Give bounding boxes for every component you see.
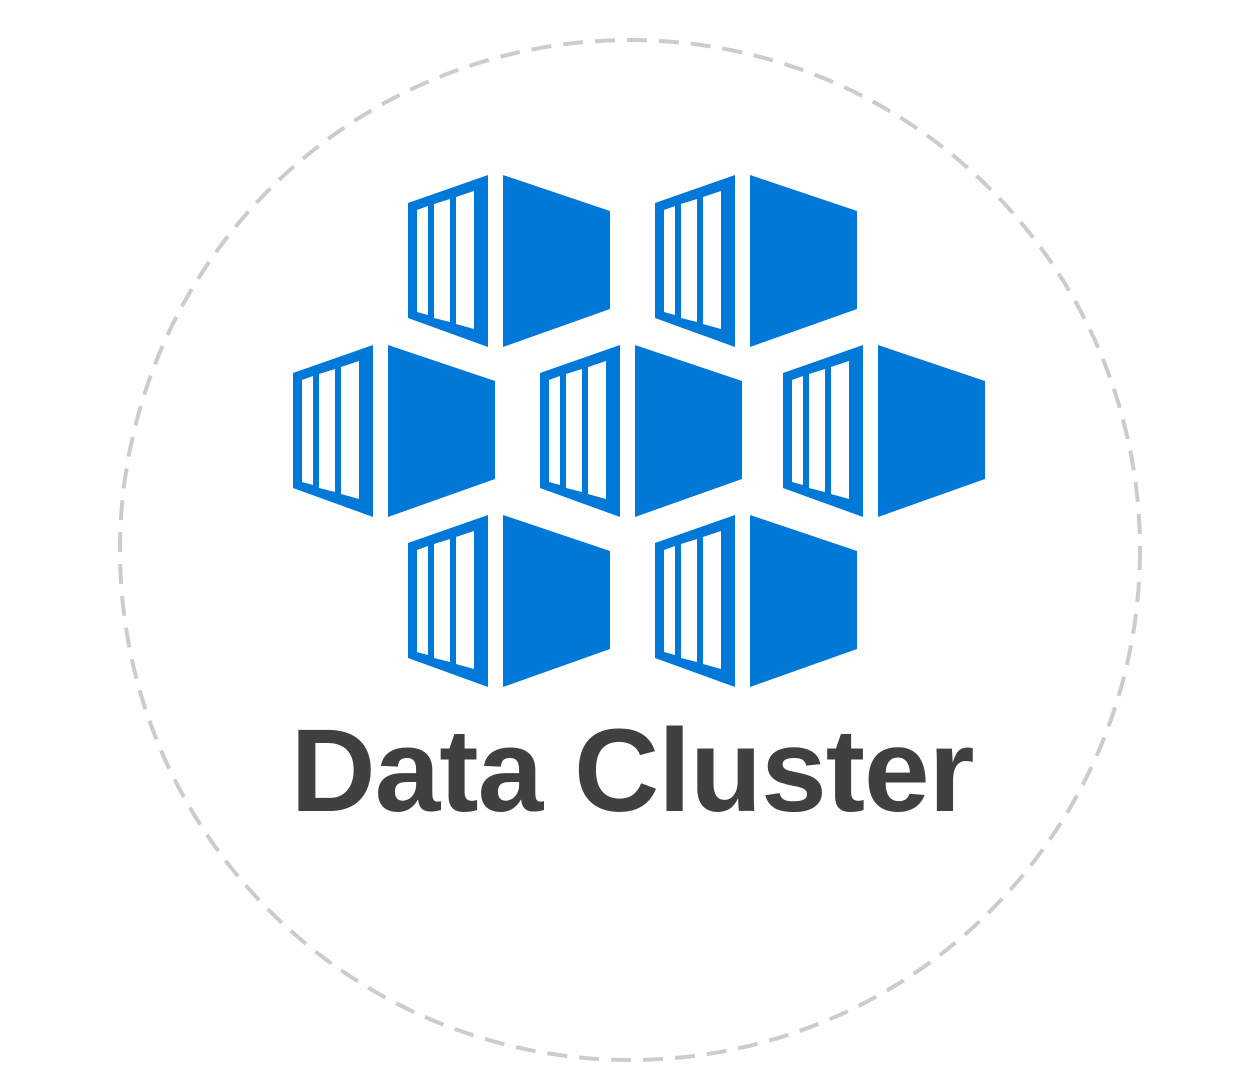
container-side-face — [878, 345, 985, 517]
container-side-face — [750, 515, 857, 687]
container-door-slat — [456, 531, 474, 669]
container-door-slat — [417, 206, 428, 315]
container-door-slat — [664, 546, 675, 655]
container-door-slat — [434, 539, 450, 662]
container-door-slat — [456, 191, 474, 329]
brand-title: Data Cluster — [290, 705, 974, 837]
container-side-face — [503, 175, 610, 347]
container-cluster-icon — [293, 175, 985, 687]
container-door-slat — [566, 369, 582, 492]
container-block — [540, 345, 742, 517]
container-door-slat — [341, 361, 359, 499]
container-block — [408, 175, 610, 347]
container-block — [408, 515, 610, 687]
container-door-slat — [681, 539, 697, 662]
container-door-slat — [831, 361, 849, 499]
container-door-slat — [792, 376, 803, 485]
container-door-slat — [302, 376, 313, 485]
container-door-slat — [664, 206, 675, 315]
container-door-slat — [703, 191, 721, 329]
container-block — [655, 515, 857, 687]
container-side-face — [388, 345, 495, 517]
container-block — [655, 175, 857, 347]
container-door-slat — [417, 546, 428, 655]
dashed-circle-outline — [118, 38, 1142, 1062]
container-side-face — [750, 175, 857, 347]
container-door-slat — [809, 369, 825, 492]
container-block — [783, 345, 985, 517]
container-side-face — [503, 515, 610, 687]
container-door-slat — [681, 199, 697, 322]
container-door-slat — [703, 531, 721, 669]
container-door-slat — [319, 369, 335, 492]
container-door-slat — [588, 361, 606, 499]
container-side-face — [635, 345, 742, 517]
container-door-slat — [434, 199, 450, 322]
container-block — [293, 345, 495, 517]
container-door-slat — [549, 376, 560, 485]
